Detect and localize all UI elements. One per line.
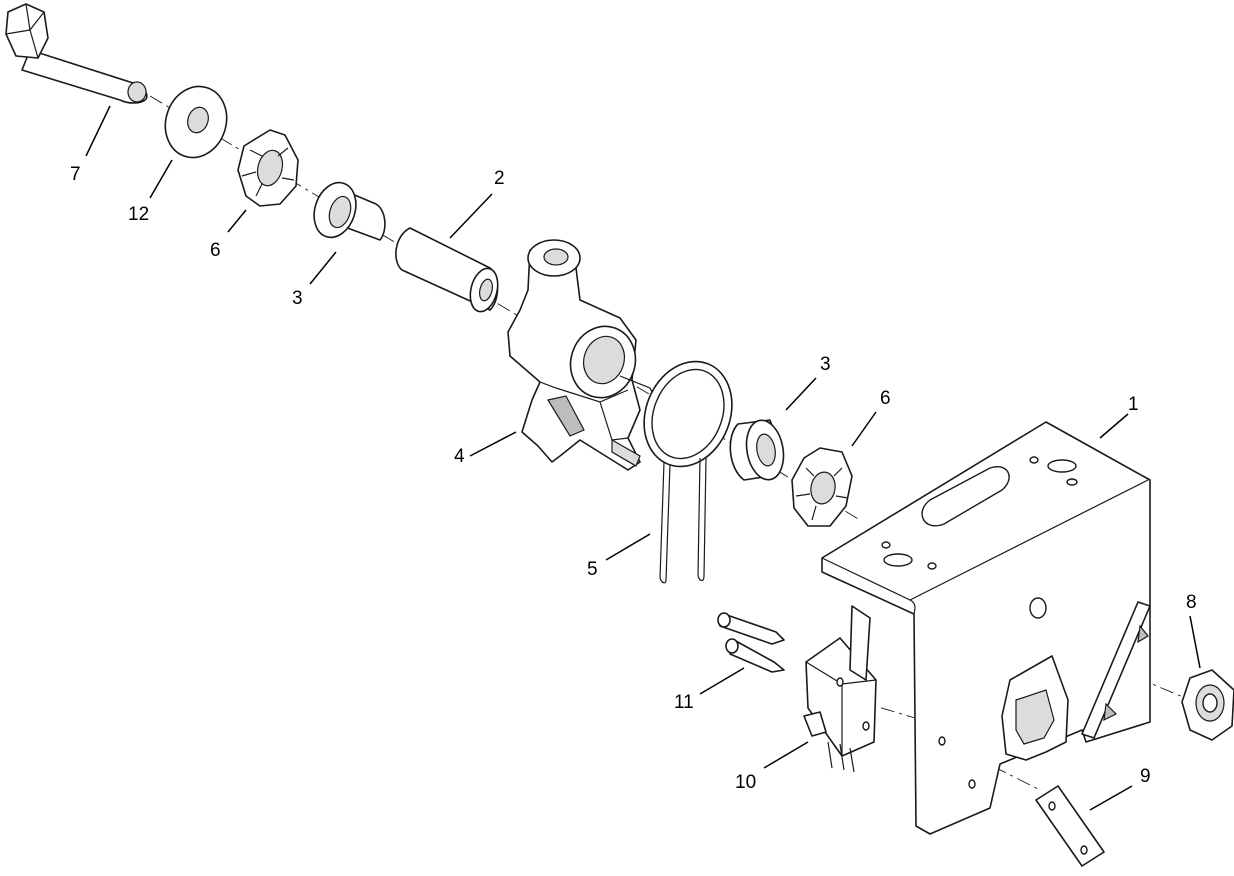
callout-3-upper: 3 <box>292 288 303 309</box>
callout-2: 2 <box>494 168 505 189</box>
callout-12: 12 <box>128 204 149 225</box>
callout-1: 1 <box>1128 394 1139 415</box>
leader-lines <box>85 105 1201 811</box>
callout-7: 7 <box>70 164 81 185</box>
micro-switch <box>803 605 877 773</box>
callout-10: 10 <box>735 772 756 793</box>
spacer-tube <box>395 227 499 313</box>
pivot-lever-housing <box>507 239 657 471</box>
torsion-spring <box>643 360 733 584</box>
mounting-bracket <box>821 421 1151 835</box>
callout-4: 4 <box>454 446 465 467</box>
callout-6-upper: 6 <box>210 240 221 261</box>
lock-washer-upper <box>237 129 299 207</box>
callout-5: 5 <box>587 559 598 580</box>
flanged-bushing-lower <box>729 419 785 481</box>
callout-9: 9 <box>1140 766 1151 787</box>
lock-nut <box>1181 669 1234 741</box>
bolt <box>5 3 148 104</box>
callout-8: 8 <box>1186 592 1197 613</box>
lock-washer-lower <box>791 447 853 527</box>
callout-6-lower: 6 <box>880 388 891 409</box>
callout-3-lower: 3 <box>820 354 831 375</box>
pins <box>717 612 785 673</box>
flanged-bushing-upper <box>313 181 386 241</box>
flat-washer <box>164 85 228 159</box>
callout-11: 11 <box>674 692 694 713</box>
small-plate <box>1035 785 1105 867</box>
